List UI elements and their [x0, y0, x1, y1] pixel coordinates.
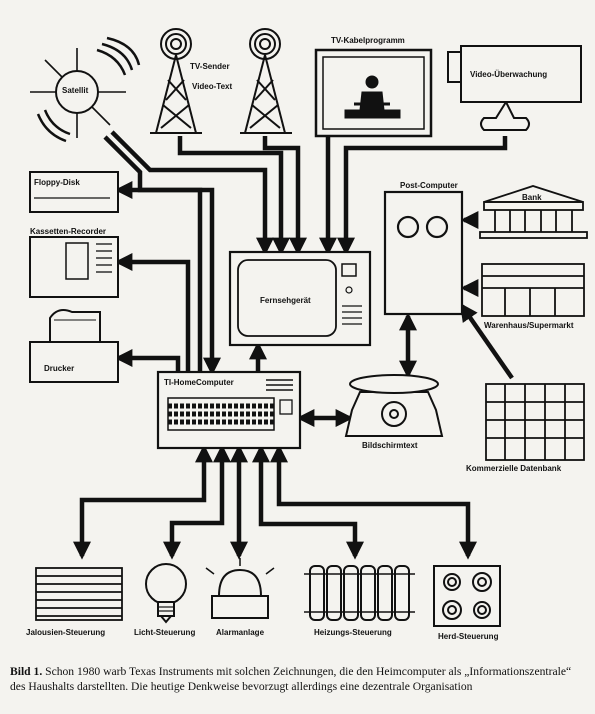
label-tv-sender: TV-Sender	[190, 62, 230, 71]
line-sender1-tv	[177, 136, 290, 256]
line-computer-drucker	[114, 349, 181, 372]
drucker-printer	[29, 309, 119, 383]
line-computer-herd	[270, 444, 477, 560]
tv-kabelprogramm-screen	[314, 48, 433, 138]
bildschirmtext-telephone	[344, 374, 444, 437]
warenhaus-supermarkt	[481, 263, 585, 317]
heizung-radiator	[304, 565, 415, 621]
bank-building	[479, 185, 588, 239]
label-bank: Bank	[522, 193, 542, 202]
label-tv-kabelprogramm: TV-Kabelprogramm	[331, 36, 405, 45]
label-video-ueberwachung: Video-Überwachung	[470, 70, 548, 79]
line-datenbank-post	[459, 303, 514, 380]
video-text-tower-icon	[240, 28, 292, 134]
line-satellit-tv	[110, 130, 274, 256]
figure-caption: Bild 1. Schon 1980 warb Texas Instrument…	[10, 664, 588, 694]
label-jalousien-steuerung: Jalousien-Steuerung	[26, 628, 106, 637]
label-alarmanlage: Alarmanlage	[216, 628, 265, 637]
caption-text: Schon 1980 warb Texas Instruments mit so…	[10, 665, 572, 693]
label-drucker: Drucker	[44, 364, 75, 373]
floppy-disk-drive	[29, 171, 119, 213]
label-video-text: Video-Text	[192, 82, 233, 91]
line-computer-kassetten	[114, 253, 191, 372]
label-herd-steuerung: Herd-Steuerung	[438, 632, 499, 641]
tv-sender-tower-icon	[150, 28, 202, 134]
label-kommerzielle-datenbank: Kommerzielle Datenbank	[466, 464, 562, 473]
label-post-computer: Post-Computer	[400, 181, 458, 190]
label-ti-homecomputer: TI-HomeComputer	[164, 378, 234, 387]
line-computer-jalousien	[73, 444, 213, 560]
licht-bulb	[145, 563, 187, 624]
label-kassetten-recorder: Kassetten-Recorder	[30, 227, 107, 236]
line-video-tv	[337, 136, 508, 256]
satellit-icon	[30, 36, 141, 143]
label-satellit: Satellit	[62, 86, 89, 95]
line-computer-licht	[163, 444, 231, 560]
connection-lines	[73, 130, 514, 560]
kommerzielle-datenbank-building	[485, 383, 585, 461]
home-computer-diagram	[29, 28, 588, 627]
herd-cooktop	[433, 565, 501, 627]
line-sender2-tv	[262, 136, 307, 256]
caption-figure-number: Bild 1.	[10, 665, 43, 678]
label-licht-steuerung: Licht-Steuerung	[134, 628, 196, 637]
kassetten-recorder	[29, 236, 119, 298]
fernsehgeraet-tv	[228, 250, 372, 347]
ti-homecomputer	[156, 370, 302, 450]
line-computer-floppy	[114, 181, 203, 372]
label-warenhaus: Warenhaus/Supermarkt	[484, 321, 574, 330]
label-heizungs-steuerung: Heizungs-Steuerung	[314, 628, 392, 637]
jalousien-blinds	[35, 567, 123, 621]
post-computer	[383, 190, 464, 316]
alarmanlage-siren	[205, 558, 275, 619]
label-fernsehgeraet: Fernsehgerät	[260, 296, 311, 305]
label-bildschirmtext: Bildschirmtext	[362, 441, 418, 450]
video-ueberwachung-camera	[447, 45, 582, 131]
label-floppy-disk: Floppy-Disk	[34, 178, 80, 187]
